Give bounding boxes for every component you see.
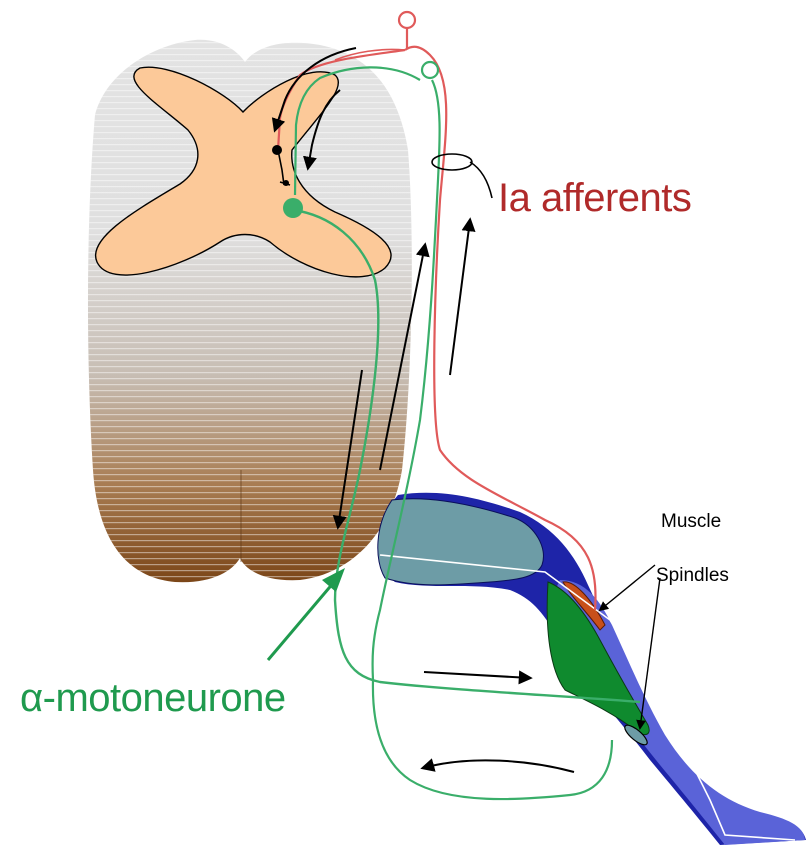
motoneurone-soma-icon (283, 198, 303, 218)
spindle-leader-2 (640, 578, 660, 728)
ia-afferents-label: Ia afferents (498, 176, 691, 221)
ia-label-leader (470, 162, 492, 198)
muscle-spindles-label-line2: Spindles (656, 565, 729, 587)
spindle-leader-1 (600, 565, 655, 610)
muscle-spindles-label-line1: Muscle (661, 511, 721, 533)
flow-arrow-icon (424, 672, 530, 678)
ia-dorsal-root-ganglion-icon (399, 12, 415, 28)
motoneurone-ganglion-icon (422, 62, 438, 78)
alpha-motoneurone-label: α-motoneurone (20, 676, 286, 721)
motoneurone-label-arrow (268, 575, 340, 660)
spinal-cord (88, 40, 412, 582)
flow-arrow-icon (450, 220, 470, 375)
flow-arrow-icon (423, 760, 574, 772)
